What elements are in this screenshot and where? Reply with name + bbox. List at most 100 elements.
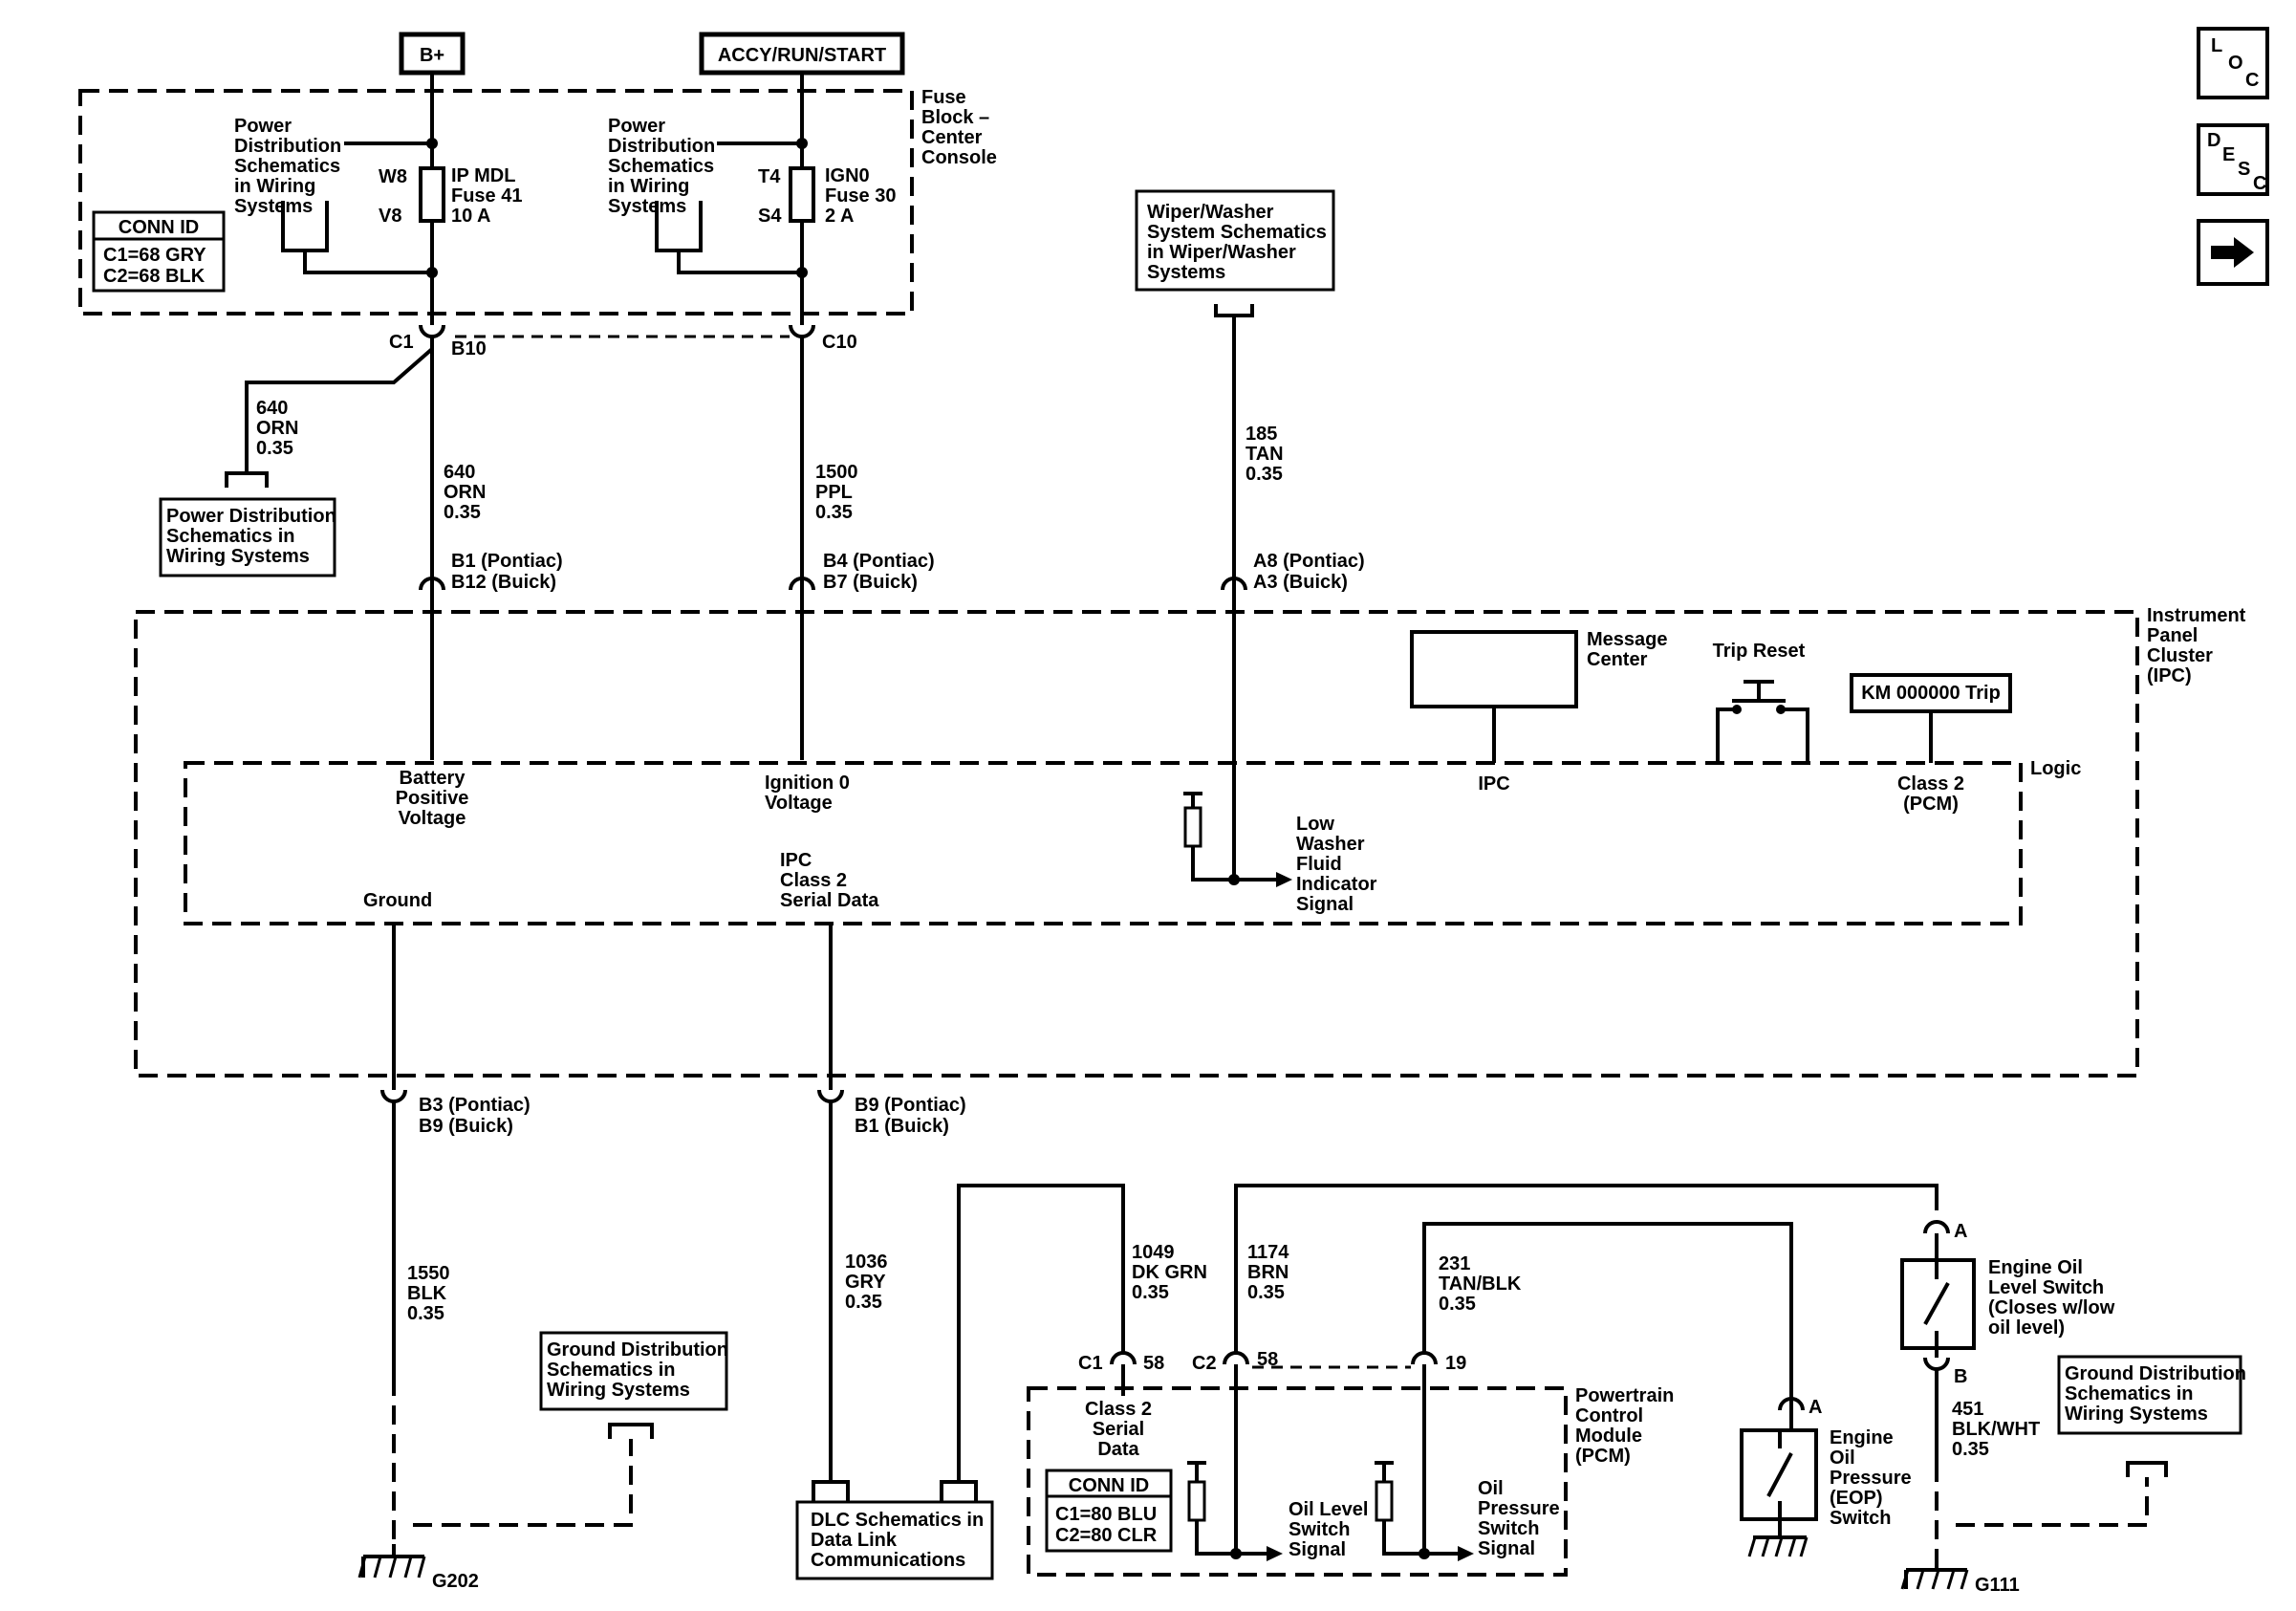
message-center-label: Message Center: [1587, 629, 1668, 670]
pcm-outline: [1027, 1386, 1568, 1577]
svg-text:0.35: 0.35: [1439, 1294, 1476, 1315]
svg-text:(Closes w/low: (Closes w/low: [1988, 1297, 2115, 1318]
wire-1500-label: 1500 PPL 0.35: [815, 462, 858, 523]
fuse41-pin-bottom: V8: [379, 206, 401, 227]
svg-text:Signal: Signal: [1478, 1538, 1535, 1559]
svg-text:DK GRN: DK GRN: [1132, 1262, 1207, 1283]
ipc-outline: [134, 610, 2139, 1078]
wire-640-main-label: 640 ORN 0.35: [444, 462, 486, 523]
svg-text:Pressure: Pressure: [1830, 1468, 1912, 1489]
conn-a8-label: A8 (Pontiac) A3 (Buick): [1253, 551, 1365, 593]
fuse-30: [789, 166, 815, 223]
pd-ref-left: Power Distribution Schematics in Wiring …: [234, 116, 341, 217]
svg-text:Fuse: Fuse: [921, 87, 966, 108]
wire-1550-label: 1550 BLK 0.35: [407, 1263, 450, 1324]
ground-g111-symbol: [1900, 1558, 1969, 1590]
svg-text:Serial Data: Serial Data: [780, 890, 879, 911]
svg-text:0.35: 0.35: [256, 438, 293, 459]
svg-text:IPC: IPC: [780, 850, 812, 871]
svg-text:TAN/BLK: TAN/BLK: [1439, 1274, 1522, 1295]
svg-text:GRY: GRY: [845, 1272, 886, 1293]
fuse41-pin-top: W8: [379, 166, 407, 187]
svg-text:oil level): oil level): [1988, 1317, 2065, 1339]
svg-text:ORN: ORN: [256, 418, 298, 439]
svg-text:Message: Message: [1587, 629, 1668, 650]
svg-text:Fuse 41: Fuse 41: [451, 185, 522, 207]
svg-text:B1 (Buick): B1 (Buick): [855, 1116, 949, 1137]
svg-text:0.35: 0.35: [1245, 464, 1283, 485]
pcm-c1-label: C1: [1078, 1353, 1103, 1374]
svg-text:Fuse 30: Fuse 30: [825, 185, 896, 207]
svg-text:Positive: Positive: [396, 788, 469, 809]
svg-text:Power Distribution: Power Distribution: [166, 506, 336, 527]
svg-text:Schematics: Schematics: [234, 156, 340, 177]
accy-supply: ACCY/RUN/START: [699, 32, 905, 76]
svg-text:Indicator: Indicator: [1296, 874, 1377, 895]
svg-text:BLK: BLK: [407, 1283, 447, 1304]
wire-1049-label: 1049 DK GRN 0.35: [1132, 1242, 1207, 1303]
svg-text:Center: Center: [1587, 649, 1648, 670]
conn-id-pcm: CONN ID C1=80 BLU C2=80 CLR: [1045, 1469, 1173, 1553]
svg-text:Panel: Panel: [2147, 625, 2198, 646]
svg-text:O: O: [2228, 53, 2243, 74]
svg-text:Class 2: Class 2: [1897, 773, 1964, 795]
svg-text:640: 640: [256, 398, 288, 419]
svg-text:DLC Schematics in: DLC Schematics in: [811, 1510, 984, 1531]
ground-ref-box-right: Ground Distribution Schematics in Wiring…: [2057, 1355, 2246, 1435]
trip-reset-label: Trip Reset: [1713, 641, 1806, 662]
svg-text:S: S: [2238, 159, 2250, 180]
svg-text:1036: 1036: [845, 1252, 888, 1273]
svg-text:Systems: Systems: [1147, 262, 1225, 283]
svg-text:2 A: 2 A: [825, 206, 854, 227]
svg-text:E: E: [2222, 144, 2235, 165]
svg-text:Powertrain: Powertrain: [1575, 1385, 1674, 1406]
wire-1036-label: 1036 GRY 0.35: [845, 1252, 888, 1313]
svg-text:Wiring Systems: Wiring Systems: [2065, 1404, 2208, 1425]
svg-text:(PCM): (PCM): [1575, 1446, 1631, 1467]
ipc-ground-label: Ground: [363, 890, 432, 911]
svg-text:ORN: ORN: [444, 482, 486, 503]
pcm-pin58a: 58: [1143, 1353, 1164, 1374]
low-washer-input: [1183, 792, 1292, 887]
svg-text:Wiring Systems: Wiring Systems: [166, 546, 310, 567]
next-page-button[interactable]: [2197, 219, 2269, 286]
svg-text:Washer: Washer: [1296, 834, 1365, 855]
bplus-label: B+: [420, 45, 444, 66]
svg-text:Distribution: Distribution: [608, 136, 715, 157]
eop-pin-a: A: [1809, 1397, 1822, 1418]
svg-text:Data: Data: [1097, 1439, 1139, 1460]
svg-text:1174: 1174: [1247, 1242, 1289, 1263]
svg-text:Low: Low: [1296, 814, 1334, 835]
svg-text:0.35: 0.35: [1247, 1282, 1285, 1303]
svg-text:Power: Power: [234, 116, 292, 137]
svg-text:B3 (Pontiac): B3 (Pontiac): [419, 1095, 531, 1116]
svg-text:1550: 1550: [407, 1263, 450, 1284]
svg-text:Level Switch: Level Switch: [1988, 1277, 2104, 1298]
svg-text:Fluid: Fluid: [1296, 854, 1342, 875]
svg-text:L: L: [2211, 35, 2222, 56]
desc-button[interactable]: D E S C: [2197, 123, 2269, 196]
fuse30-pin-bottom: S4: [758, 206, 782, 227]
svg-text:Instrument: Instrument: [2147, 605, 2246, 626]
svg-text:TAN: TAN: [1245, 444, 1284, 465]
svg-text:D: D: [2207, 130, 2220, 151]
svg-text:Data Link: Data Link: [811, 1530, 898, 1551]
level-switch-label: Engine Oil Level Switch (Closes w/low oi…: [1988, 1257, 2115, 1339]
oil-level-label: Oil Level Switch Signal: [1289, 1499, 1368, 1560]
svg-text:B9 (Pontiac): B9 (Pontiac): [855, 1095, 966, 1116]
svg-text:Distribution: Distribution: [234, 136, 341, 157]
svg-text:Schematics in: Schematics in: [547, 1360, 676, 1381]
low-washer-label: Low Washer Fluid Indicator Signal: [1296, 814, 1377, 915]
svg-text:Ground Distribution: Ground Distribution: [547, 1339, 728, 1361]
svg-text:Center: Center: [921, 127, 983, 148]
ipc-logic-outline: [184, 761, 2023, 925]
svg-text:Console: Console: [921, 147, 997, 168]
svg-text:C1=80 BLU: C1=80 BLU: [1055, 1504, 1157, 1525]
loc-button[interactable]: L O C: [2197, 27, 2269, 99]
odometer-display: [1850, 673, 2012, 713]
ipc-text: IPC: [1478, 773, 1509, 795]
wire-1174-label: 1174 BRN 0.35: [1247, 1242, 1289, 1303]
svg-text:B4 (Pontiac): B4 (Pontiac): [823, 551, 935, 572]
svg-text:Battery: Battery: [400, 768, 466, 789]
